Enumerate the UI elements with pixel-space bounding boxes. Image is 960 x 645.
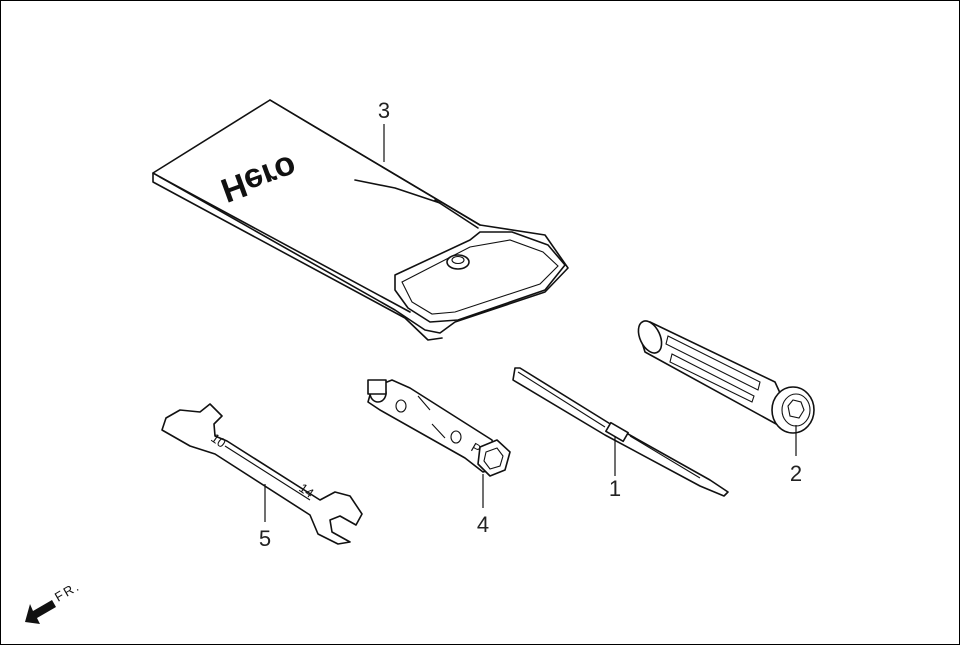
callout-4: 4 (477, 512, 489, 537)
callout-5: 5 (259, 526, 271, 551)
callout-3: 3 (378, 98, 390, 123)
front-direction-indicator: FR. (25, 578, 83, 624)
direction-label: FR. (52, 578, 83, 604)
callout-2: 2 (790, 461, 802, 486)
tool-bag: Hero (152, 99, 569, 341)
wrench-mark-small: 10 (208, 430, 228, 451)
wrench-mark-large: 14 (296, 480, 316, 501)
open-end-wrench: 10 14 (161, 403, 363, 545)
arrow-left-icon (25, 600, 56, 624)
callout-1: 1 (609, 476, 621, 501)
screwdriver-bit (512, 367, 729, 497)
box-spanner: P (367, 379, 511, 477)
screwdriver-handle (637, 320, 815, 434)
